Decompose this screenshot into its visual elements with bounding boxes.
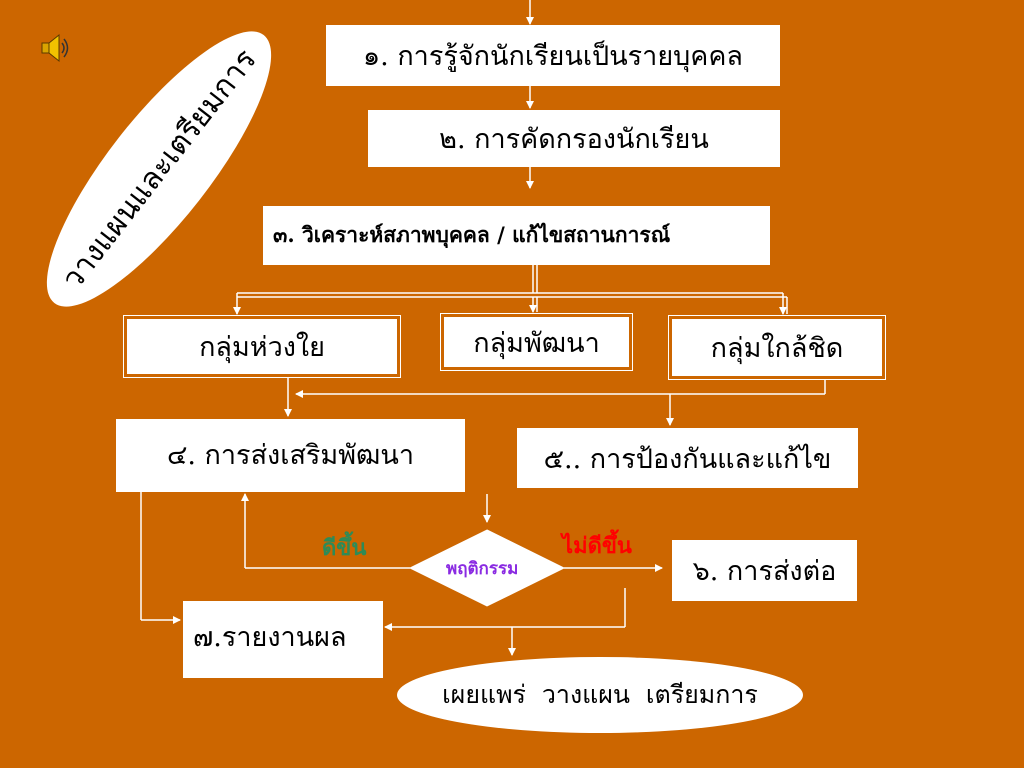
group-develop-label: กลุ่มพัฒนา [473, 327, 600, 359]
step-1-box: ๑. การรู้จักนักเรียนเป็นรายบุคคล [326, 25, 780, 86]
group-develop-box: กลุ่มพัฒนา [440, 313, 633, 371]
step-3-label: ๓. วิเคราะห์สภาพบุคคล / แก้ไขสถานการณ์ [273, 222, 671, 247]
step-4-label: ๔. การส่งเสริมพัฒนา [166, 440, 415, 471]
step-2-label: ๒. การคัดกรองนักเรียน [439, 124, 709, 155]
step-1-label: ๑. การรู้จักนักเรียนเป็นรายบุคคล [363, 41, 743, 72]
decision-diamond [408, 529, 566, 607]
step-4-box: ๔. การส่งเสริมพัฒนา [116, 419, 465, 492]
step-3-box: ๓. วิเคราะห์สภาพบุคคล / แก้ไขสถานการณ์ [263, 206, 770, 265]
improved-label: ดีขึ้น [322, 535, 367, 561]
group-concern-box: กลุ่มห่วงใย [123, 315, 401, 378]
final-ellipse: เผยแพร่ วางแผน เตรียมการ [397, 657, 803, 733]
step-6-box: ๖. การส่งต่อ [672, 540, 857, 601]
step-7-box: ๗.รายงานผล [183, 601, 383, 678]
step-6-label: ๖. การส่งต่อ [692, 556, 837, 587]
speaker-icon[interactable] [40, 32, 70, 64]
group-close-box: กลุ่มใกล้ชิด [668, 315, 886, 380]
not-improved-label: ไม่ดีขึ้น [562, 533, 632, 559]
step-5-box: ๕.. การป้องกันและแก้ไข [517, 428, 858, 488]
step-2-box: ๒. การคัดกรองนักเรียน [368, 110, 780, 167]
group-concern-label: กลุ่มห่วงใย [199, 332, 325, 363]
step-5-label: ๕.. การป้องกันและแก้ไข [543, 443, 832, 475]
decision-label: พฤติกรรม [446, 559, 519, 579]
step-7-label: ๗.รายงานผล [193, 622, 347, 653]
group-close-label: กลุ่มใกล้ชิด [710, 333, 844, 364]
final-label: เผยแพร่ วางแผน เตรียมการ [442, 680, 758, 709]
